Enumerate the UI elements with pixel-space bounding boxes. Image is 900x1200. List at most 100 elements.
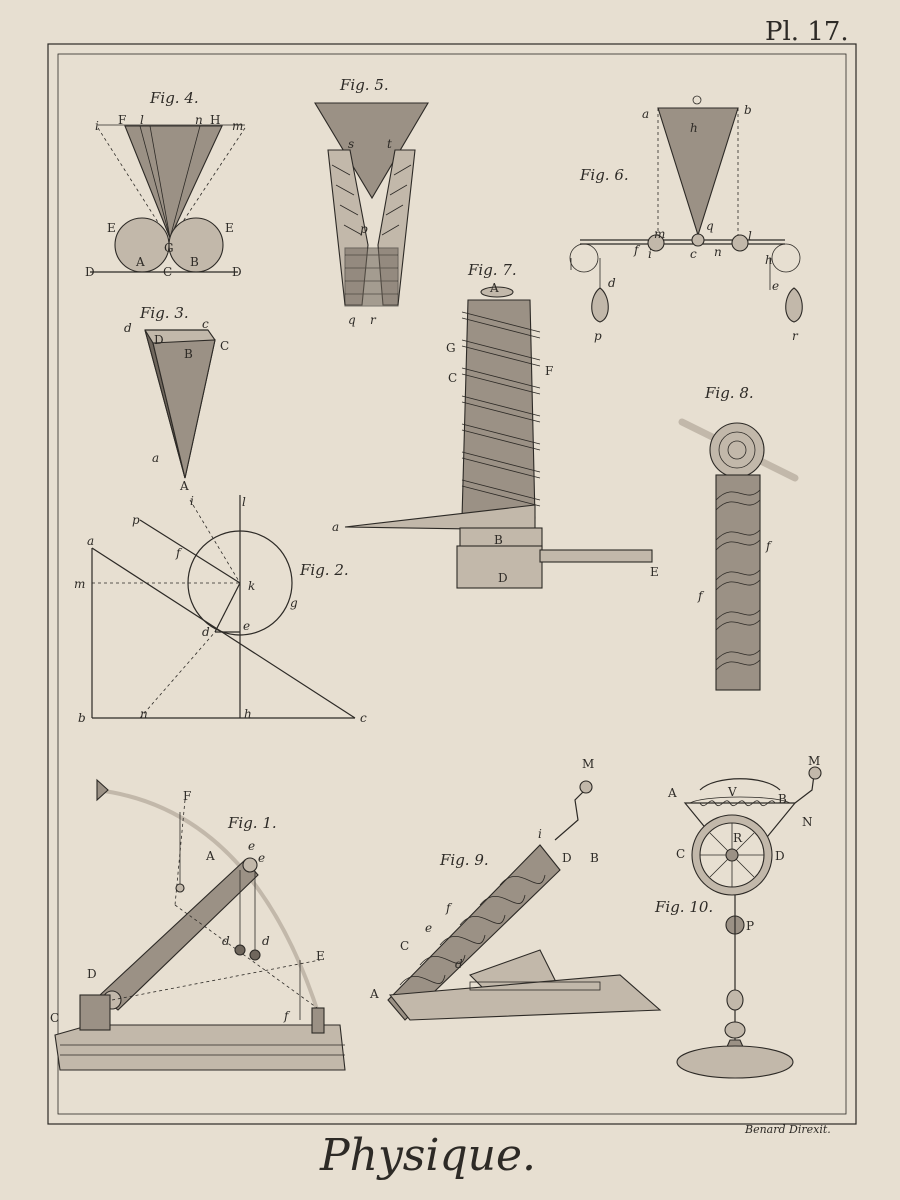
plate-title: Physique. bbox=[319, 1130, 536, 1181]
svg-text:C: C bbox=[676, 847, 685, 861]
figure-3: Fig. 3. d D c B C a A bbox=[124, 304, 229, 493]
svg-text:D: D bbox=[87, 967, 97, 981]
svg-text:V: V bbox=[727, 785, 737, 799]
svg-text:r: r bbox=[370, 313, 377, 327]
svg-text:l: l bbox=[140, 113, 144, 127]
svg-text:M: M bbox=[808, 754, 820, 768]
svg-text:E: E bbox=[316, 949, 325, 963]
inner-border bbox=[57, 53, 847, 1115]
svg-text:a: a bbox=[642, 107, 649, 121]
svg-text:H: H bbox=[210, 113, 220, 127]
svg-text:E: E bbox=[225, 221, 234, 235]
svg-text:c: c bbox=[360, 711, 367, 725]
svg-text:C: C bbox=[50, 1011, 59, 1025]
left-weight bbox=[591, 287, 609, 323]
svg-text:D: D bbox=[232, 265, 242, 279]
svg-text:f: f bbox=[445, 901, 453, 915]
svg-text:r: r bbox=[792, 329, 799, 343]
figure-9: Fig. 9. M i D B f e C d A bbox=[369, 757, 662, 1021]
svg-text:q: q bbox=[706, 219, 714, 233]
svg-text:s: s bbox=[348, 137, 354, 151]
svg-text:B: B bbox=[494, 533, 503, 547]
fig9-label: Fig. 9. bbox=[439, 851, 489, 869]
svg-text:F: F bbox=[183, 789, 191, 803]
svg-text:e: e bbox=[243, 619, 250, 633]
svg-text:A: A bbox=[667, 786, 677, 800]
svg-text:B: B bbox=[590, 851, 599, 865]
svg-text:h: h bbox=[244, 707, 252, 721]
svg-text:a: a bbox=[152, 451, 159, 465]
svg-text:D: D bbox=[154, 333, 164, 347]
svg-text:D: D bbox=[85, 265, 95, 279]
svg-text:A: A bbox=[369, 987, 379, 1001]
figure-8: Fig. 8. f f bbox=[678, 384, 799, 691]
svg-text:d: d bbox=[262, 934, 270, 948]
figure-6: Fig. 6. a h b m q f i c n l h d e p r bbox=[569, 95, 803, 343]
svg-text:F: F bbox=[118, 113, 126, 127]
fig4-label: Fig. 4. bbox=[149, 89, 199, 107]
svg-text:d: d bbox=[202, 625, 210, 639]
engraver-credit: Benard Direxit. bbox=[744, 1123, 831, 1136]
svg-text:q: q bbox=[348, 313, 356, 327]
svg-text:i: i bbox=[538, 827, 542, 841]
figure-1: Fig. 1. F A e e d d D E C f bbox=[50, 778, 346, 1071]
svg-text:d: d bbox=[222, 934, 230, 948]
fig1-label: Fig. 1. bbox=[227, 814, 277, 832]
fig2-label: Fig. 2. bbox=[299, 561, 349, 579]
svg-text:n: n bbox=[714, 245, 722, 259]
svg-text:A: A bbox=[135, 255, 145, 269]
svg-text:C: C bbox=[220, 339, 229, 353]
fig5-label: Fig. 5. bbox=[339, 76, 389, 94]
svg-text:f: f bbox=[697, 589, 705, 603]
svg-text:M: M bbox=[582, 757, 594, 771]
svg-text:N: N bbox=[802, 815, 813, 829]
svg-text:k: k bbox=[248, 579, 255, 593]
svg-text:D: D bbox=[562, 851, 572, 865]
svg-text:A: A bbox=[205, 849, 215, 863]
fig8-label: Fig. 8. bbox=[704, 384, 754, 402]
fig6-label: Fig. 6. bbox=[579, 166, 629, 184]
svg-text:P: P bbox=[746, 919, 754, 933]
svg-text:l: l bbox=[748, 229, 752, 243]
figure-7: Fig. 7. A G C F a B D E bbox=[332, 261, 659, 589]
outer-border bbox=[47, 43, 857, 1125]
svg-text:E: E bbox=[650, 565, 659, 579]
svg-text:l: l bbox=[242, 495, 246, 509]
svg-text:b: b bbox=[78, 711, 86, 725]
svg-text:G: G bbox=[446, 341, 456, 355]
svg-text:f: f bbox=[633, 243, 641, 257]
svg-text:e: e bbox=[425, 921, 432, 935]
svg-text:i: i bbox=[648, 247, 652, 261]
svg-text:f: f bbox=[175, 546, 183, 560]
fig7-label: Fig. 7. bbox=[467, 261, 517, 279]
figure-10: Fig. 10. M A V B N R C D P bbox=[654, 754, 822, 1079]
svg-text:e: e bbox=[248, 839, 255, 853]
svg-text:C: C bbox=[448, 371, 457, 385]
svg-text:t: t bbox=[387, 137, 392, 151]
plate-number: Pl. 17. bbox=[765, 17, 849, 47]
figure-4: Fig. 4. i F l n H m E E G A B D C D bbox=[85, 89, 246, 279]
svg-text:E: E bbox=[107, 221, 116, 235]
svg-text:d: d bbox=[608, 276, 616, 290]
svg-text:C: C bbox=[400, 939, 409, 953]
svg-text:n: n bbox=[140, 707, 148, 721]
svg-text:f: f bbox=[283, 1009, 291, 1023]
svg-text:F: F bbox=[545, 364, 553, 378]
svg-text:c: c bbox=[690, 247, 697, 261]
svg-text:B: B bbox=[778, 792, 787, 806]
svg-text:B: B bbox=[190, 255, 199, 269]
hanging-ring bbox=[692, 95, 702, 105]
fig10-label: Fig. 10. bbox=[654, 898, 713, 916]
svg-text:B: B bbox=[184, 347, 193, 361]
svg-text:D: D bbox=[498, 571, 508, 585]
svg-text:g: g bbox=[290, 596, 298, 610]
svg-text:i: i bbox=[95, 119, 99, 133]
svg-text:p: p bbox=[132, 513, 140, 527]
svg-text:C: C bbox=[163, 265, 172, 279]
svg-text:p: p bbox=[360, 222, 368, 236]
svg-text:i: i bbox=[190, 494, 194, 508]
figure-5: Fig. 5. s t p q r bbox=[314, 76, 429, 327]
svg-text:D: D bbox=[775, 849, 785, 863]
svg-text:a: a bbox=[87, 534, 94, 548]
